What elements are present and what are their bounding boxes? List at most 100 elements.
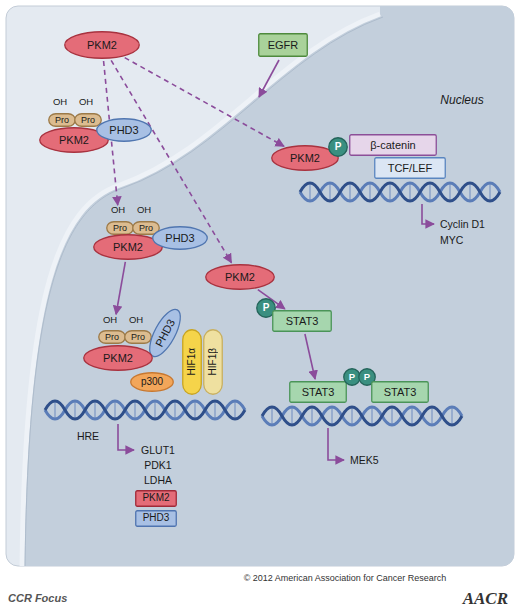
nuclear-membrane-edge: [25, 17, 383, 566]
outline-ellipse: [329, 138, 348, 157]
dna-right: [300, 183, 500, 201]
hydroxyl-label: OH: [53, 97, 67, 107]
gene-label: MEK5: [350, 455, 379, 466]
phosphate-circle: P: [328, 137, 348, 157]
node-text: STAT3: [384, 387, 417, 398]
node-text: P: [263, 303, 270, 313]
dna-middle: [262, 407, 462, 425]
node-text: EGFR: [268, 40, 299, 51]
node-text: PKM2: [290, 153, 320, 164]
proline-residue: Pro: [124, 330, 152, 344]
node-text: PKM2: [142, 493, 169, 503]
node-text: β-catenin: [370, 140, 415, 151]
outline-rect: [372, 382, 429, 403]
outline-ellipse: [84, 346, 153, 371]
gene-label: Cyclin D1: [440, 219, 485, 230]
dna-strand: [300, 183, 500, 201]
node-text: STAT3: [286, 316, 319, 327]
node-text: p300: [141, 377, 163, 387]
outline-ellipse: [65, 32, 140, 59]
hydroxyl-label: OH: [137, 205, 151, 215]
dna-strand: [45, 401, 245, 419]
gene-label: GLUT1: [141, 445, 175, 456]
outline-rect: [290, 382, 347, 403]
outline-rect: [350, 135, 437, 156]
dna-strand: [262, 407, 462, 425]
node-text: HIF1α: [187, 348, 197, 375]
nuclear-membrane: [22, 14, 380, 566]
node-text: Pro: [139, 224, 153, 233]
node-text: P: [349, 372, 355, 382]
outline-rect: [375, 158, 446, 179]
dna-strand: [262, 407, 462, 425]
protein-ellipse: PKM2: [83, 345, 153, 371]
node-text: Pro: [113, 224, 127, 233]
node-text: PKM2: [113, 242, 143, 253]
outline-ellipse: [131, 373, 174, 392]
proline-residue: Pro: [74, 113, 102, 127]
node-text: PHD3: [165, 233, 194, 244]
protein-ellipse: PKM2: [64, 31, 140, 59]
node-text: HIF1β: [208, 348, 218, 375]
outline-rect: [107, 222, 134, 235]
protein-ellipse: PKM2: [205, 264, 275, 290]
node-text: PKM2: [225, 272, 255, 283]
node-text: P: [335, 142, 342, 152]
hydroxyl-label: OH: [129, 315, 143, 325]
transcription-arrow: [328, 428, 344, 460]
reaction-arrow: [305, 334, 315, 379]
dna-left: [45, 401, 245, 419]
outline-rect: [49, 114, 76, 127]
gene-product-box: PHD3: [135, 510, 177, 527]
outline-rect: [204, 330, 223, 395]
coactivator-ellipse: p300: [130, 372, 174, 392]
outline-ellipse: [144, 305, 187, 361]
reaction-arrow: [116, 262, 125, 314]
factor-box: β-catenin: [349, 134, 437, 156]
outline-rect: [136, 510, 177, 526]
outline-rect: [183, 330, 202, 395]
node-text: Pro: [55, 116, 69, 125]
publisher-logo: AACR: [463, 590, 508, 607]
outline-rect: [136, 490, 177, 506]
journal-section: CCR Focus: [8, 593, 67, 604]
node-text: PHD3: [109, 125, 138, 136]
compartment-label: Nucleus: [440, 94, 483, 106]
protein-ellipse: PHD3: [152, 226, 208, 250]
outline-ellipse: [272, 146, 339, 171]
node-text: P: [364, 372, 370, 382]
dna-strand: [300, 183, 500, 201]
outline-ellipse: [153, 227, 208, 250]
node-text: PKM2: [87, 40, 117, 51]
factor-box: STAT3: [289, 381, 347, 403]
factor-box: TCF/LEF: [374, 157, 446, 179]
outline-ellipse: [94, 235, 163, 260]
receptor-box: EGFR: [258, 33, 308, 57]
outline-rect: [273, 311, 332, 332]
factor-box: STAT3: [371, 381, 429, 403]
outline-rect: [75, 114, 102, 127]
outline-ellipse: [344, 369, 361, 386]
outline-rect: [125, 331, 152, 344]
node-text: Pro: [131, 333, 145, 342]
copyright-note: © 2012 American Association for Cancer R…: [244, 574, 447, 583]
node-text: PHD3: [143, 513, 170, 523]
dna-strand: [45, 401, 245, 419]
proline-residue: Pro: [106, 221, 134, 235]
gene-label: PDK1: [144, 460, 171, 471]
outline-ellipse: [206, 265, 275, 290]
node-text: STAT3: [302, 387, 335, 398]
hydroxyl-label: OH: [79, 97, 93, 107]
node-text: Pro: [105, 333, 119, 342]
gene-product-box: PKM2: [135, 490, 177, 507]
gene-label: LDHA: [144, 475, 172, 486]
node-text: PKM2: [103, 353, 133, 364]
protein-ellipse: PHD3: [96, 118, 152, 142]
outline-ellipse: [97, 119, 152, 142]
node-text: PKM2: [59, 135, 89, 146]
outline-rect: [259, 34, 308, 57]
signal-arrow: [259, 60, 279, 97]
hydroxyl-label: OH: [103, 315, 117, 325]
